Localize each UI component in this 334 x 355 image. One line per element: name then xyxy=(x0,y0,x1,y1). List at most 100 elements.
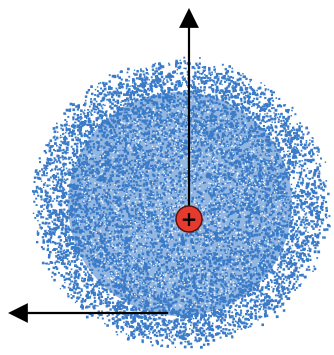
electron-dot xyxy=(171,112,174,115)
electron-dot xyxy=(222,259,226,263)
electron-dot xyxy=(233,113,237,117)
electron-dot xyxy=(198,263,201,266)
electron-dot xyxy=(313,222,316,226)
electron-dot xyxy=(134,73,137,76)
electron-dot xyxy=(96,86,99,88)
electron-dot xyxy=(251,168,254,171)
electron-dot xyxy=(316,233,320,237)
electron-dot xyxy=(45,217,48,220)
electron-dot xyxy=(325,228,329,231)
electron-dot xyxy=(128,260,131,263)
electron-dot xyxy=(48,226,51,229)
electron-dot xyxy=(118,142,121,145)
electron-dot xyxy=(301,208,304,211)
electron-dot xyxy=(192,81,195,84)
electron-dot xyxy=(190,318,192,320)
electron-dot xyxy=(289,260,293,263)
electron-dot xyxy=(103,146,106,149)
electron-dot xyxy=(60,134,62,137)
electron-dot xyxy=(124,239,127,242)
electron-dot xyxy=(198,298,202,301)
electron-dot xyxy=(219,336,222,339)
electron-dot xyxy=(303,200,306,203)
electron-dot xyxy=(51,162,54,165)
electron-dot xyxy=(208,187,212,190)
electron-dot xyxy=(149,263,151,265)
electron-dot xyxy=(257,180,261,183)
electron-dot xyxy=(88,257,90,259)
electron-dot xyxy=(280,283,283,285)
electron-dot xyxy=(222,91,226,94)
electron-dot xyxy=(115,253,117,255)
electron-dot xyxy=(217,260,220,262)
electron-dot xyxy=(195,173,199,177)
electron-dot xyxy=(284,172,288,176)
electron-dot xyxy=(87,216,90,220)
electron-dot xyxy=(292,126,295,129)
electron-dot xyxy=(289,234,292,237)
electron-dot xyxy=(207,76,210,79)
electron-dot xyxy=(45,221,48,225)
electron-dot xyxy=(72,165,75,168)
electron-dot xyxy=(189,231,192,234)
electron-dot xyxy=(227,174,230,177)
electron-dot xyxy=(83,220,86,223)
electron-dot xyxy=(139,185,142,187)
electron-dot xyxy=(244,170,247,173)
electron-dot xyxy=(133,85,136,89)
electron-dot xyxy=(157,72,160,75)
electron-dot xyxy=(83,112,86,115)
electron-dot xyxy=(72,108,76,112)
electron-dot xyxy=(119,123,122,126)
electron-dot xyxy=(83,204,86,207)
electron-dot xyxy=(95,200,98,203)
electron-dot xyxy=(239,320,243,324)
electron-dot xyxy=(262,298,266,302)
electron-dot xyxy=(194,314,197,317)
electron-dot xyxy=(253,234,256,237)
electron-dot xyxy=(197,258,201,262)
electron-dot xyxy=(294,196,297,199)
electron-dot xyxy=(150,238,153,241)
electron-dot xyxy=(243,231,246,234)
electron-dot xyxy=(133,319,137,323)
electron-dot xyxy=(221,254,223,256)
electron-dot xyxy=(251,257,254,260)
electron-dot xyxy=(96,293,100,296)
electron-dot xyxy=(260,292,263,296)
electron-dot xyxy=(51,168,54,171)
electron-dot xyxy=(303,169,306,172)
electron-dot xyxy=(266,112,269,115)
electron-dot xyxy=(233,111,236,114)
electron-dot xyxy=(138,189,142,192)
electron-dot xyxy=(46,184,49,187)
electron-dot xyxy=(310,220,313,223)
electron-dot xyxy=(56,154,60,158)
electron-dot xyxy=(160,291,163,294)
electron-dot xyxy=(145,93,147,96)
electron-dot xyxy=(215,231,218,234)
electron-dot xyxy=(194,296,198,299)
electron-dot xyxy=(89,120,92,122)
electron-dot xyxy=(118,119,121,122)
electron-dot xyxy=(149,331,151,333)
electron-dot xyxy=(37,234,39,236)
electron-dot xyxy=(250,225,254,228)
electron-dot xyxy=(239,314,241,316)
electron-dot xyxy=(103,243,106,246)
electron-dot xyxy=(124,203,127,206)
electron-dot xyxy=(265,159,269,163)
electron-dot xyxy=(217,301,219,304)
electron-dot xyxy=(226,140,229,143)
electron-dot xyxy=(180,112,184,116)
electron-dot xyxy=(299,274,301,277)
electron-dot xyxy=(190,136,194,140)
electron-dot xyxy=(89,295,92,297)
electron-dot xyxy=(265,293,268,296)
electron-dot xyxy=(41,174,44,177)
electron-dot xyxy=(40,205,43,208)
electron-dot xyxy=(231,242,234,246)
electron-dot xyxy=(199,291,201,293)
electron-dot xyxy=(87,136,90,139)
electron-dot xyxy=(95,242,99,245)
